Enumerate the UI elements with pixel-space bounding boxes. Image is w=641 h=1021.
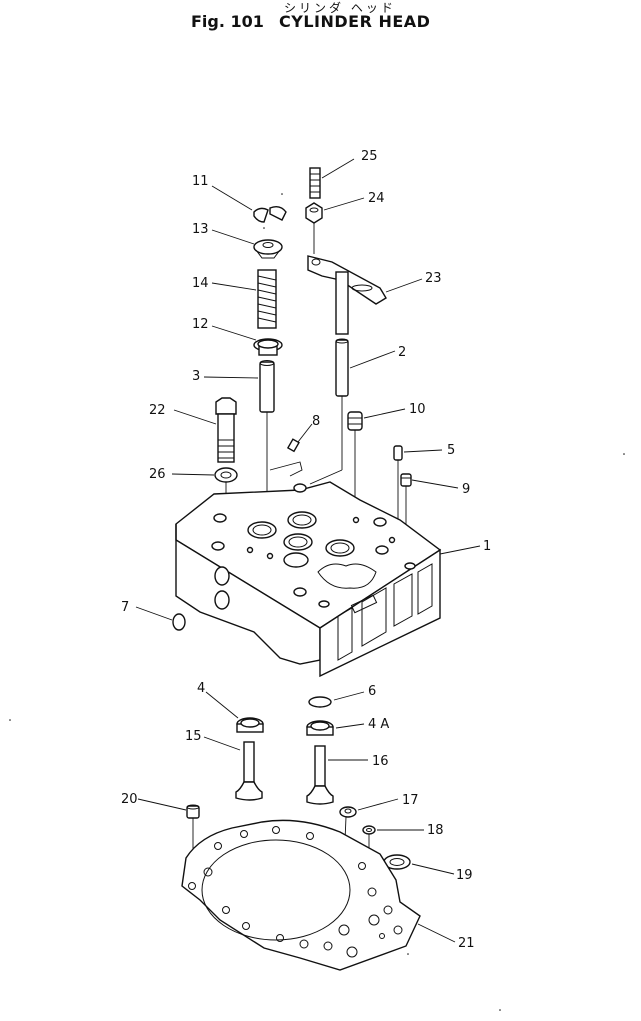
part-16-valve <box>306 745 334 805</box>
callout-22: 22 <box>149 403 166 418</box>
callout-24: 24 <box>368 191 385 206</box>
callout-18: 18 <box>427 823 444 838</box>
callout-17: 17 <box>402 793 419 808</box>
part-6-plug <box>308 696 332 708</box>
callout-11: 11 <box>192 174 209 189</box>
callout-25: 25 <box>361 149 378 164</box>
callout-23: 23 <box>425 271 442 286</box>
callout-14: 14 <box>192 276 209 291</box>
part-15-valve <box>235 741 263 801</box>
callout-12: 12 <box>192 317 209 332</box>
callout-labels: 25 24 11 13 23 14 12 2 3 22 8 10 5 26 9 … <box>121 149 491 951</box>
part-25-stud <box>309 167 321 199</box>
part-4-valve-seat-insert <box>236 717 264 733</box>
callout-2: 2 <box>398 345 406 360</box>
figure-number: Fig. 101 <box>191 12 264 31</box>
callout-15: 15 <box>185 729 202 744</box>
part-24-nut <box>305 202 323 254</box>
callout-19: 19 <box>456 868 473 883</box>
scan-specks <box>9 193 625 1011</box>
part-7-plug <box>172 613 186 631</box>
part-13-spring-retainer <box>253 239 283 259</box>
callout-10: 10 <box>409 402 426 417</box>
callout-9: 9 <box>462 482 470 497</box>
part-4a-valve-seat-insert <box>306 720 334 736</box>
callout-26: 26 <box>149 467 166 482</box>
figure-title: CYLINDER HEAD <box>279 12 431 31</box>
part-21-head-gasket <box>181 819 421 971</box>
callout-20: 20 <box>121 792 138 807</box>
callout-8: 8 <box>312 414 320 429</box>
callout-4a: 4 A <box>368 717 389 732</box>
part-23-crosshead <box>307 255 387 335</box>
callout-6: 6 <box>368 684 376 699</box>
part-1-cylinder-head <box>175 481 442 678</box>
callout-4: 4 <box>197 681 205 696</box>
part-22-head-bolt <box>215 397 237 463</box>
callout-13: 13 <box>192 222 209 237</box>
figure-kana-title: シリンダ ヘッド <box>284 1 396 15</box>
callout-7: 7 <box>121 600 129 615</box>
part-8-dowel <box>269 438 303 477</box>
part-10-seal <box>347 411 363 540</box>
callout-21: 21 <box>458 936 475 951</box>
part-14-valve-spring <box>257 269 277 329</box>
part-11-collets <box>253 205 287 223</box>
part-12-spring-seat <box>253 338 283 356</box>
callout-16: 16 <box>372 754 389 769</box>
callout-1: 1 <box>483 539 491 554</box>
callout-5: 5 <box>447 443 455 458</box>
part-26-washer <box>214 467 238 540</box>
part-2-valve-guide <box>309 338 349 485</box>
leader-lines <box>135 158 481 943</box>
callout-3: 3 <box>192 369 200 384</box>
